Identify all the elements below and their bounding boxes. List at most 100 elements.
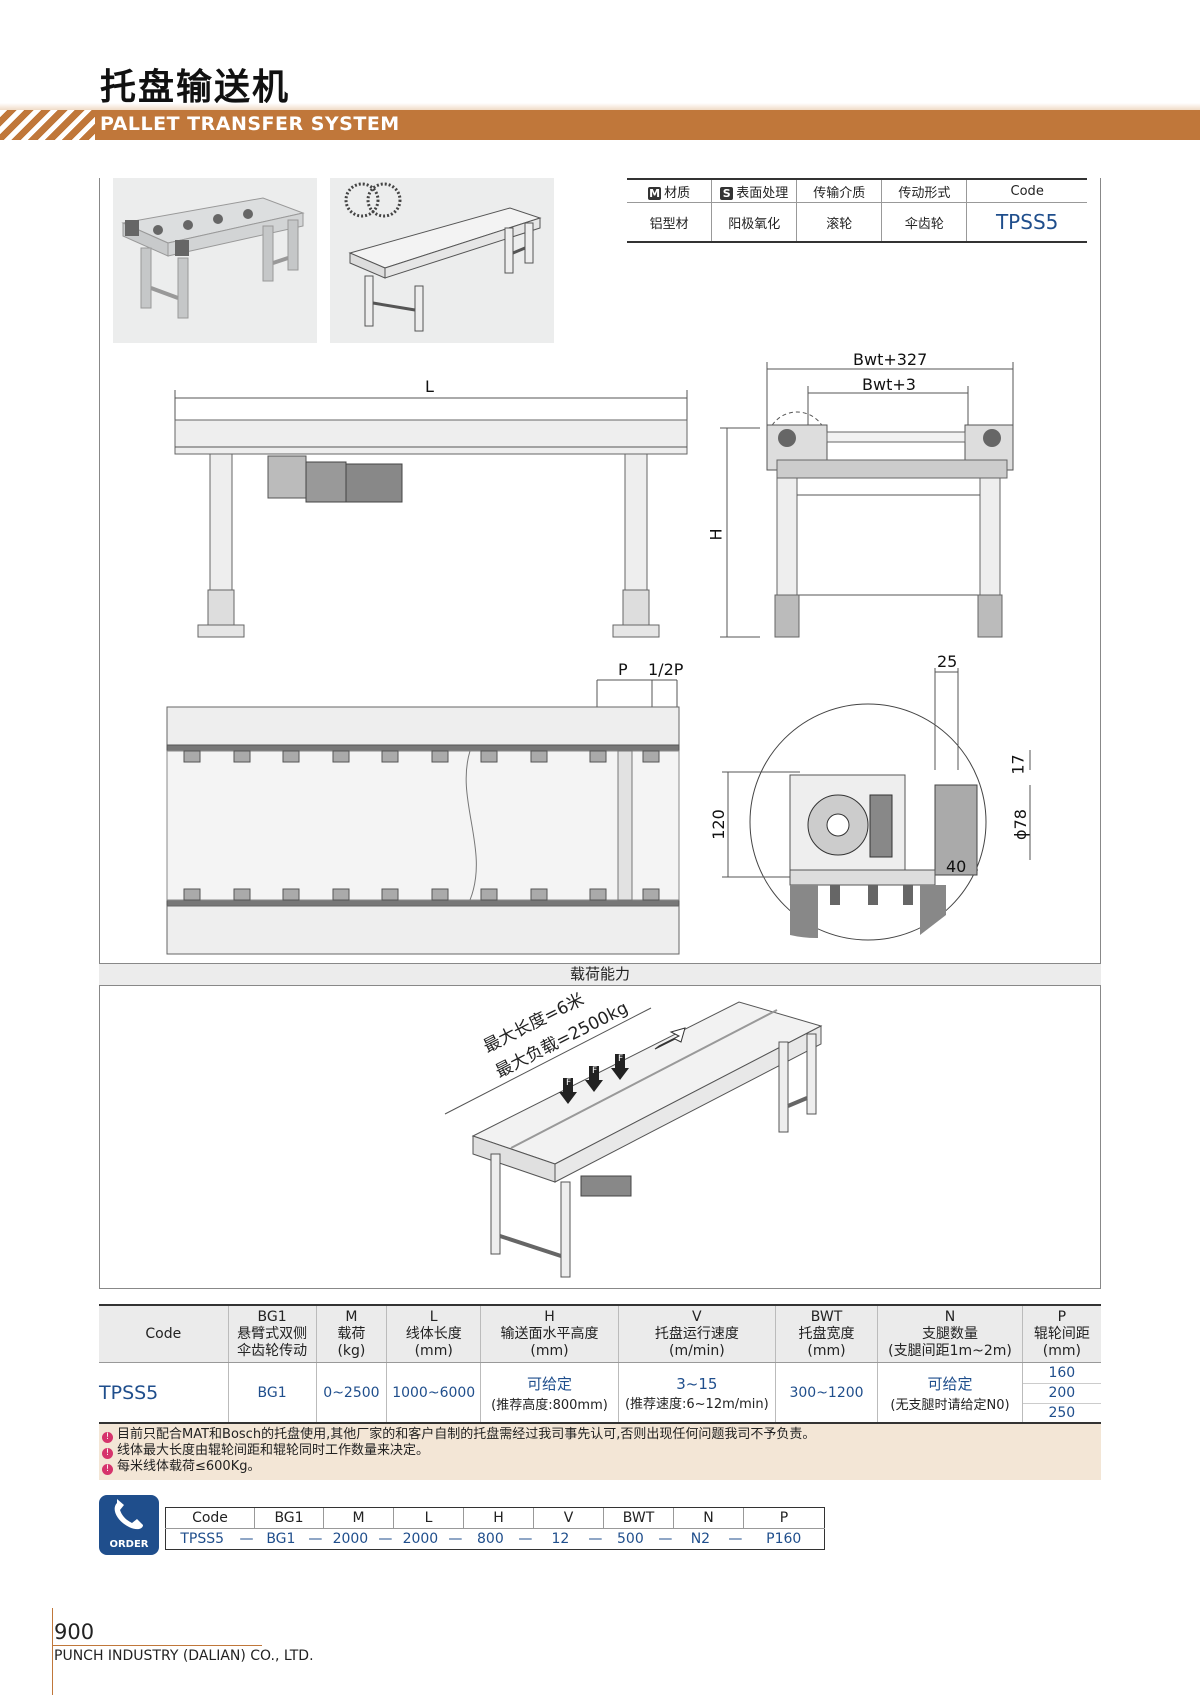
order-col-v: V	[533, 1507, 604, 1529]
dim-25-label: 25	[937, 652, 958, 671]
note-icon: !	[102, 1432, 113, 1443]
order-value: 12	[533, 1528, 588, 1550]
note-item: !线体最大长度由辊轮间距和辊轮同时工作数量来决定。	[99, 1443, 1101, 1459]
row-code: TPSS5	[99, 1382, 159, 1404]
order-separator: —	[727, 1528, 744, 1550]
product-line-drawing	[330, 178, 554, 343]
order-col-code: Code	[165, 1507, 255, 1529]
order-separator: —	[307, 1528, 324, 1550]
order-value: TPSS5	[165, 1528, 239, 1550]
force-label: F	[618, 1054, 624, 1064]
note-item: !目前只配合MAT和Bosch的托盘使用,其他厂家的和客户自制的托盘需经过我司事…	[99, 1427, 1101, 1443]
order-col-n: N	[673, 1507, 744, 1529]
order-col-l: L	[393, 1507, 464, 1529]
notes-box: !目前只配合MAT和Bosch的托盘使用,其他厂家的和客户自制的托盘需经过我司事…	[99, 1422, 1101, 1480]
order-value: BG1	[254, 1528, 308, 1550]
material-badge-icon: M	[648, 186, 662, 200]
title-band-stripes	[0, 110, 95, 140]
row-l: 1000~6000	[386, 1362, 481, 1423]
note-icon: !	[102, 1464, 113, 1475]
top-view-drawing	[166, 679, 680, 955]
page-number: 900	[54, 1620, 95, 1644]
order-col-bg1: BG1	[254, 1507, 324, 1529]
row-m: 0~2500	[315, 1362, 387, 1423]
product-photo	[113, 178, 317, 343]
row-n: 可给定(无支腿时请给定N0)	[877, 1362, 1023, 1423]
technical-drawings	[166, 362, 1031, 955]
load-capacity-title: 载荷能力	[99, 963, 1101, 986]
order-value: P160	[743, 1528, 825, 1550]
order-value: 500	[603, 1528, 658, 1550]
order-separator: —	[657, 1528, 674, 1550]
end-view-drawing	[720, 362, 1014, 638]
dim-17-label: 17	[1008, 754, 1028, 775]
col-code-header: Code	[99, 1304, 229, 1363]
order-example-table: Code BG1 M L H V BWT N P TPSS5 — BG1 — 2…	[165, 1507, 825, 1550]
side-view-drawing	[174, 390, 688, 638]
order-col-bwt: BWT	[603, 1507, 674, 1529]
order-col-h: H	[463, 1507, 534, 1529]
order-col-p: P	[743, 1507, 825, 1529]
order-separator: —	[587, 1528, 604, 1550]
company-name: PUNCH INDUSTRY (DALIAN) CO., LTD.	[54, 1648, 314, 1664]
spec-header-drive: 传动形式	[881, 178, 967, 203]
order-phone-icon: ORDER	[99, 1495, 159, 1555]
spec-value-code: TPSS5	[966, 202, 1087, 243]
surface-badge-icon: S	[720, 186, 734, 200]
spec-value-material: 铝型材	[627, 202, 712, 243]
order-value: 2000	[323, 1528, 378, 1550]
drawing-frame	[99, 178, 1101, 1289]
order-separator: —	[517, 1528, 534, 1550]
note-icon: !	[102, 1448, 113, 1459]
footer-vertical-rule	[52, 1608, 53, 1695]
page-subtitle: PALLET TRANSFER SYSTEM	[100, 113, 400, 135]
dim-length-label: L	[425, 377, 434, 396]
page-title: 托盘输送机	[100, 67, 291, 108]
spec-value-medium: 滚轮	[796, 202, 882, 243]
spec-header-medium: 传输介质	[796, 178, 882, 203]
dim-bwt327-label: Bwt+327	[853, 350, 928, 369]
load-capacity-illustration	[444, 1001, 823, 1278]
order-value: 800	[463, 1528, 518, 1550]
spec-header-code: Code	[966, 178, 1087, 203]
order-value: N2	[673, 1528, 728, 1550]
dim-40-label: 40	[946, 857, 967, 876]
title-band-fade	[0, 103, 1200, 110]
force-label: F	[566, 1078, 572, 1088]
dim-bwt3-label: Bwt+3	[862, 375, 916, 394]
table-row: TPSS5 BG1 0~2500 1000~6000 可给定(推荐高度:800m…	[99, 1362, 1101, 1423]
order-separator: —	[447, 1528, 464, 1550]
order-value: 2000	[393, 1528, 448, 1550]
dim-pitch-label: P	[618, 660, 628, 679]
dim-120-label: 120	[708, 809, 728, 840]
order-separator: —	[377, 1528, 394, 1550]
order-separator: —	[238, 1528, 255, 1550]
row-bwt: 300~1200	[774, 1362, 878, 1423]
row-bg1: BG1	[227, 1362, 317, 1423]
detail-view-drawing	[722, 668, 1031, 941]
row-v: 3~15(推荐速度:6~12m/min)	[617, 1362, 776, 1423]
spec-value-drive: 伞齿轮	[881, 202, 967, 243]
spec-value-surface: 阳极氧化	[711, 202, 797, 243]
order-col-m: M	[323, 1507, 394, 1529]
force-label: F	[592, 1066, 598, 1076]
title-band	[0, 110, 1200, 140]
dim-half-pitch-label: 1/2P	[648, 660, 684, 679]
dim-height-label: H	[706, 528, 726, 541]
footer-horizontal-rule	[52, 1645, 262, 1646]
row-h: 可给定(推荐高度:800mm)	[480, 1362, 619, 1423]
note-item: !每米线体载荷≤600Kg。	[99, 1459, 1101, 1475]
row-p: 160 200 250	[1021, 1362, 1101, 1423]
